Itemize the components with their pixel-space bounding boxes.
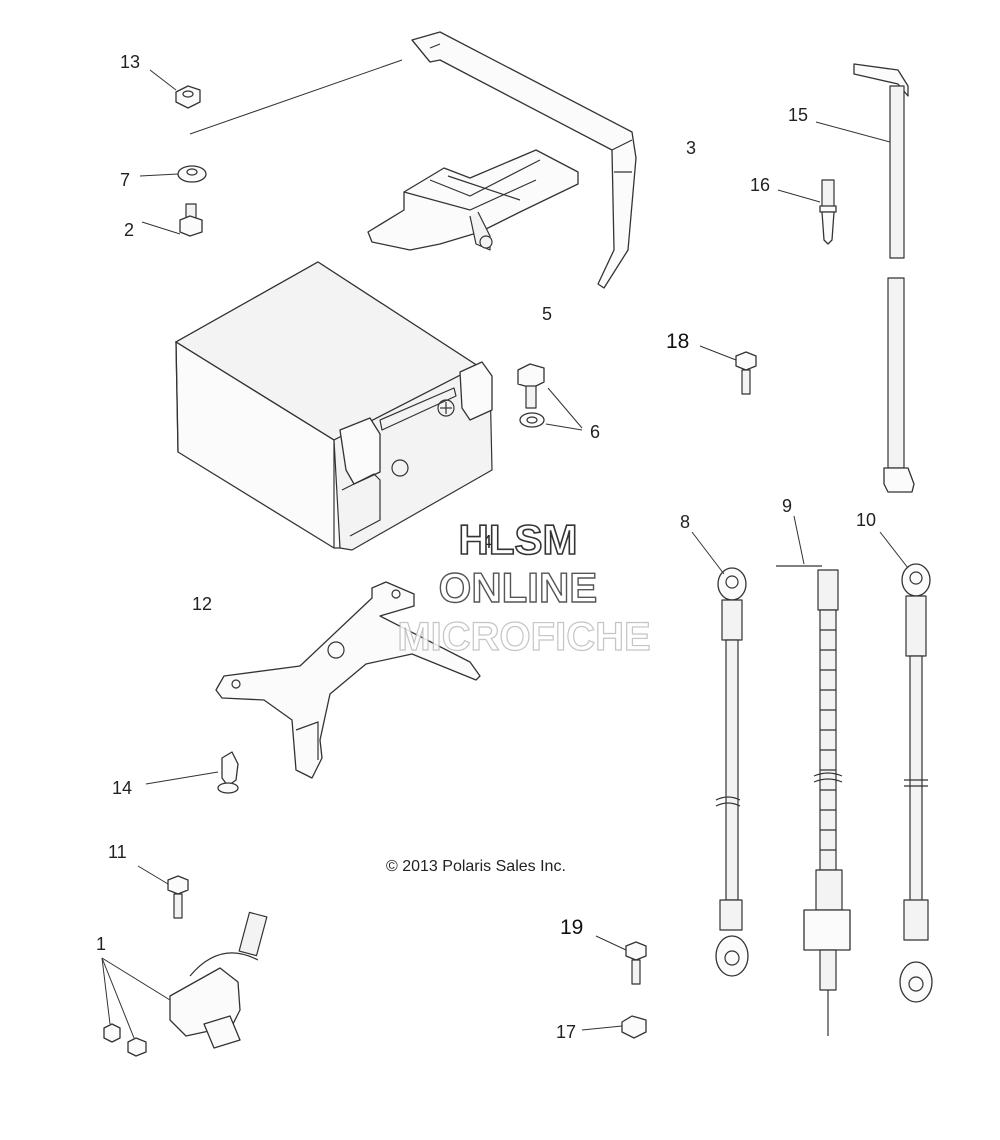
- part-16-fitting: [777, 179, 837, 245]
- callout-18: 18: [666, 330, 689, 353]
- part-4-battery: [175, 261, 493, 551]
- callout-9: 9: [782, 496, 792, 516]
- callout-11: 11: [108, 842, 127, 862]
- callout-1: 1: [96, 934, 106, 954]
- part-17-nut: [581, 1015, 647, 1039]
- callout-10: 10: [856, 510, 876, 530]
- part-7-washer: [139, 165, 207, 183]
- part-18-screw: [699, 345, 757, 395]
- callout-16: 16: [750, 175, 770, 195]
- part-5-battery-pad: [367, 149, 579, 251]
- copyright-notice: © 2013 Polaris Sales Inc.: [386, 858, 566, 875]
- callout-4: 4: [482, 532, 492, 552]
- callout-14: 14: [112, 778, 132, 798]
- part-8-cable: [691, 531, 749, 977]
- callout-13: 13: [120, 52, 140, 72]
- part-12-battery-bracket: [215, 581, 481, 779]
- part-9-cable: [776, 515, 851, 1036]
- part-11-bolt: [137, 865, 189, 919]
- watermark-line-1: HLSM: [459, 516, 578, 563]
- part-15-cable-lower: [883, 277, 915, 493]
- part-14-push-rivet: [145, 751, 239, 794]
- part-1-solenoid: [101, 911, 268, 1057]
- callout-6: 6: [590, 422, 600, 442]
- part-19-screw: [595, 935, 647, 985]
- part-10-cable: [879, 531, 933, 1003]
- callout-12: 12: [192, 594, 212, 614]
- part-6-bolt-and-nut: [517, 363, 583, 431]
- callout-2: 2: [124, 220, 134, 240]
- part-13-nut: [149, 69, 201, 109]
- watermark-line-3: MICROFICHE: [397, 615, 650, 659]
- callout-7: 7: [120, 170, 130, 190]
- callout-3: 3: [686, 138, 696, 158]
- callout-15: 15: [788, 105, 808, 125]
- part-3-battery-strap: [189, 31, 637, 289]
- callout-8: 8: [680, 512, 690, 532]
- callout-17: 17: [556, 1022, 576, 1042]
- callout-5: 5: [542, 304, 552, 324]
- part-2-bolt: [141, 203, 203, 237]
- callout-19: 19: [560, 916, 583, 939]
- watermark-line-2: ONLINE: [439, 564, 598, 611]
- part-15-cable: [815, 63, 909, 259]
- leader-strap: [189, 59, 403, 135]
